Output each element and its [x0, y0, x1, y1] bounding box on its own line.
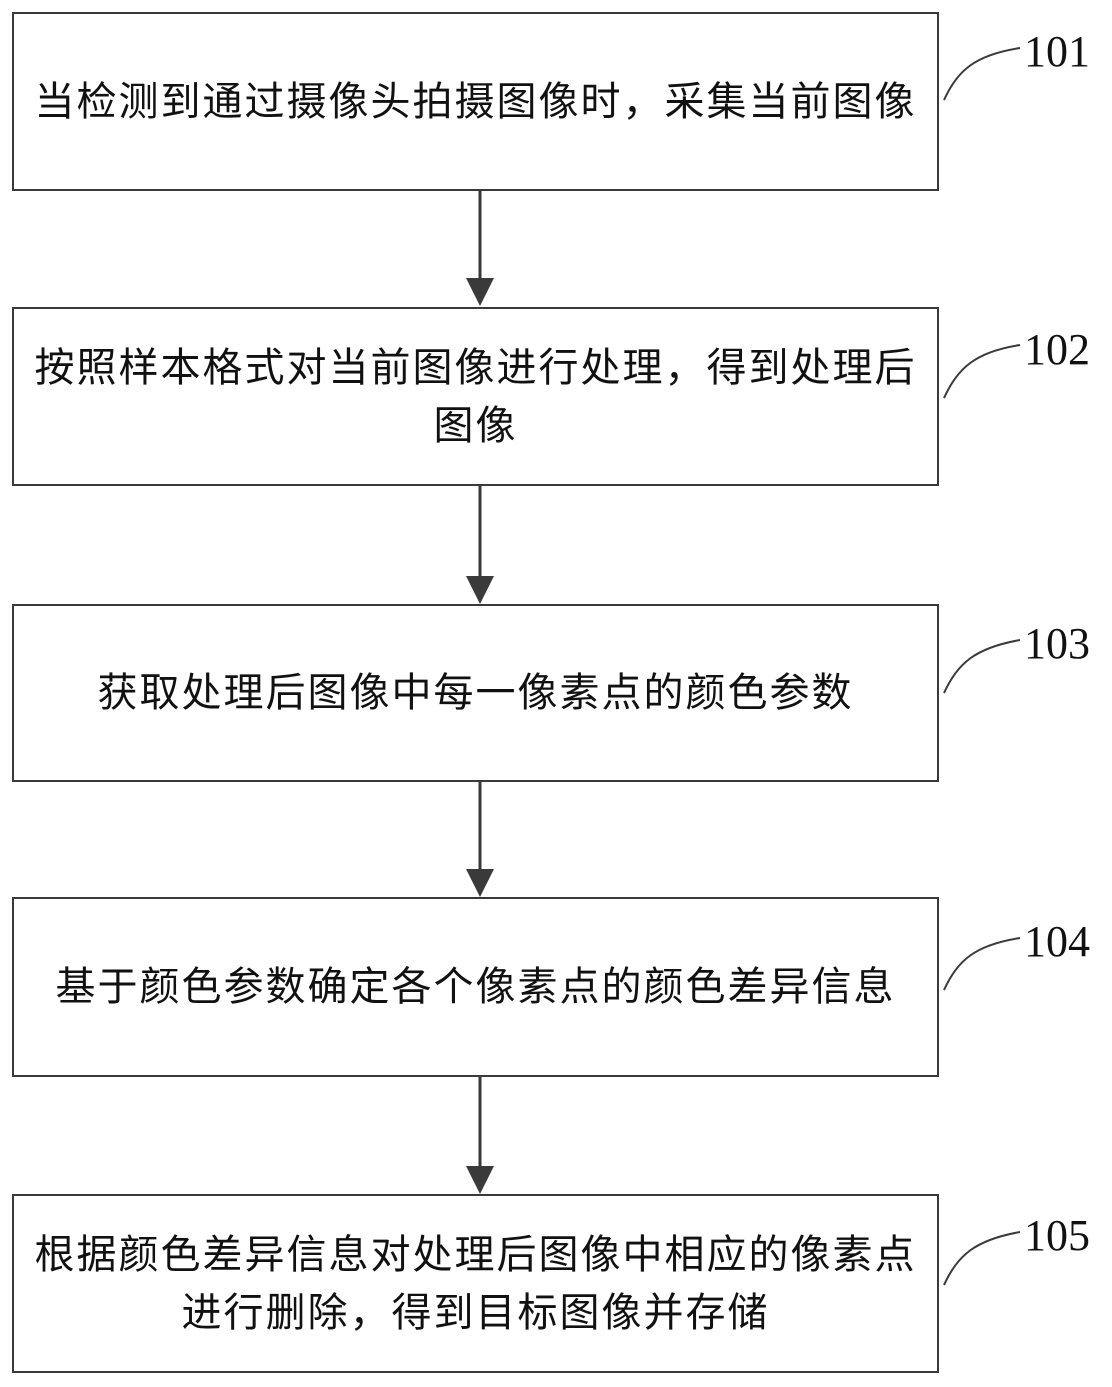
step-text-102: 按照样本格式对当前图像进行处理，得到处理后图像	[34, 344, 917, 449]
step-id-105: 105	[1024, 1211, 1090, 1260]
flow-arrow-2	[466, 485, 494, 604]
step-box-102: 按照样本格式对当前图像进行处理，得到处理后图像	[12, 307, 939, 486]
step-text-104: 基于颜色参数确定各个像素点的颜色差异信息	[55, 964, 896, 1010]
leader-line-105	[943, 1231, 1021, 1286]
step-text-103: 获取处理后图像中每一像素点的颜色参数	[97, 670, 854, 716]
step-id-103: 103	[1024, 619, 1090, 668]
leader-line-104	[943, 937, 1021, 991]
step-box-104: 基于颜色参数确定各个像素点的颜色差异信息	[12, 897, 939, 1077]
flow-arrow-4	[466, 1076, 494, 1194]
leader-line-101	[943, 47, 1021, 101]
step-text-105: 根据颜色差异信息对处理后图像中相应的像素点进行删除，得到目标图像并存储	[34, 1231, 917, 1336]
step-id-104: 104	[1024, 917, 1090, 966]
flow-arrow-3	[466, 781, 494, 897]
step-box-101: 当检测到通过摄像头拍摄图像时，采集当前图像	[12, 12, 939, 191]
leader-line-103	[943, 639, 1021, 694]
step-id-101: 101	[1024, 27, 1090, 76]
step-id-102: 102	[1024, 325, 1090, 374]
flow-arrow-1	[466, 190, 494, 306]
step-text-101: 当检测到通过摄像头拍摄图像时，采集当前图像	[34, 78, 917, 125]
step-box-105: 根据颜色差异信息对处理后图像中相应的像素点进行删除，得到目标图像并存储	[12, 1194, 939, 1373]
step-box-103: 获取处理后图像中每一像素点的颜色参数	[12, 604, 939, 782]
leader-line-102	[943, 344, 1021, 399]
